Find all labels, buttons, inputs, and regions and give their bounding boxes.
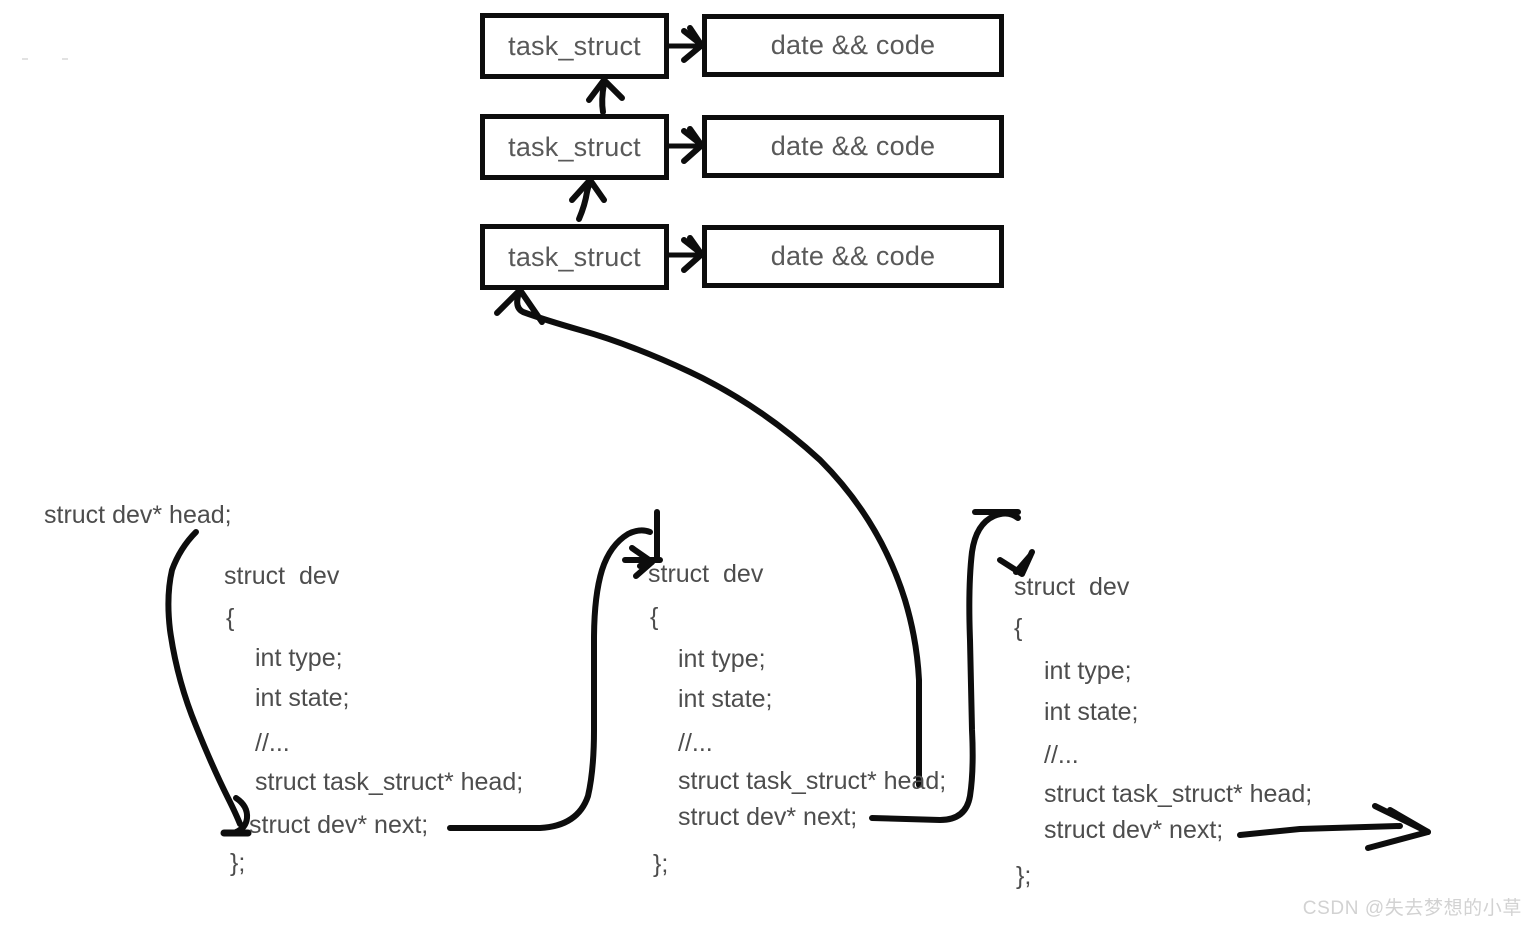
task-struct-label: task_struct bbox=[508, 30, 641, 61]
struct-1-open-brace: { bbox=[226, 604, 235, 632]
date-code-label: date && code bbox=[770, 131, 936, 161]
struct-3-field-task-head: struct task_struct* head; bbox=[1044, 780, 1313, 808]
task-struct-box-1[interactable]: task_struct bbox=[480, 13, 669, 79]
struct-1-close-brace: }; bbox=[230, 849, 246, 877]
struct-3-open-brace: { bbox=[1014, 614, 1023, 642]
struct-1-field-comment: //... bbox=[255, 729, 290, 757]
task-struct-label: task_struct bbox=[508, 241, 641, 272]
global-head-pointer: struct dev* head; bbox=[44, 501, 232, 529]
date-code-label: date && code bbox=[770, 30, 936, 60]
struct-3-field-type: int type; bbox=[1044, 657, 1132, 685]
struct-2-open-brace: { bbox=[650, 603, 659, 631]
task-struct-label: task_struct bbox=[508, 131, 641, 162]
date-code-box-1[interactable]: date && code bbox=[702, 14, 1004, 77]
task-struct-box-3[interactable]: task_struct bbox=[480, 224, 669, 290]
scan-speck bbox=[22, 58, 28, 60]
struct-1-field-state: int state; bbox=[255, 684, 350, 712]
csdn-watermark: CSDN @失去梦想的小草 bbox=[1302, 898, 1522, 919]
struct-2-field-task-head: struct task_struct* head; bbox=[678, 767, 947, 795]
struct-2-field-comment: //... bbox=[678, 729, 713, 757]
date-code-box-2[interactable]: date && code bbox=[702, 115, 1004, 178]
struct-1-name: struct dev bbox=[224, 562, 340, 590]
struct-3-field-state: int state; bbox=[1044, 698, 1139, 726]
task-struct-box-2[interactable]: task_struct bbox=[480, 114, 669, 180]
scan-speck bbox=[62, 58, 68, 60]
struct-3-field-comment: //... bbox=[1044, 741, 1079, 769]
struct-3-field-next: struct dev* next; bbox=[1044, 816, 1224, 844]
struct-2-field-next: struct dev* next; bbox=[678, 803, 858, 831]
struct-2-name: struct dev bbox=[648, 560, 764, 588]
struct-2-field-type: int type; bbox=[678, 645, 766, 673]
struct-2-field-state: int state; bbox=[678, 685, 773, 713]
struct-3-close-brace: }; bbox=[1016, 862, 1032, 890]
date-code-label: date && code bbox=[770, 241, 936, 271]
struct-3-name: struct dev bbox=[1014, 573, 1130, 601]
struct-1-field-next: struct dev* next; bbox=[249, 811, 429, 839]
struct-1-field-task-head: struct task_struct* head; bbox=[255, 768, 524, 796]
struct-2-close-brace: }; bbox=[653, 850, 669, 878]
struct-1-field-type: int type; bbox=[255, 644, 343, 672]
date-code-box-3[interactable]: date && code bbox=[702, 225, 1004, 288]
